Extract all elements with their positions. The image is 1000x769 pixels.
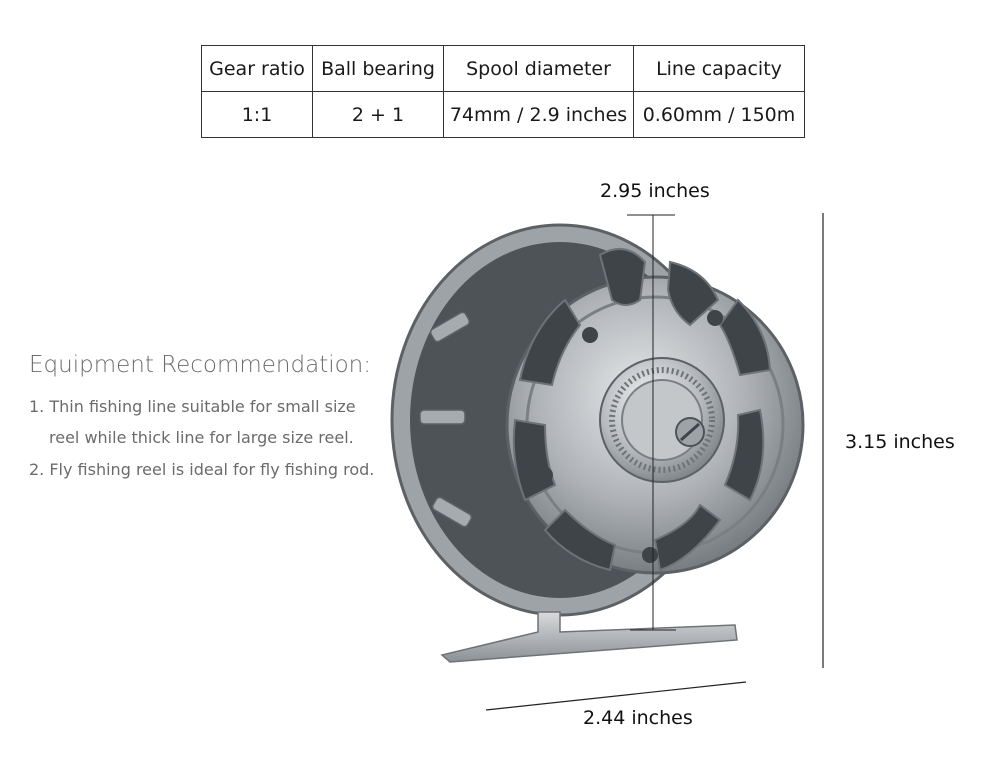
reel-hub-knurl xyxy=(609,367,715,473)
specs-value-row: 1:1 2 + 1 74mm / 2.9 inches 0.60mm / 150… xyxy=(201,91,805,138)
dim-depth-line xyxy=(485,681,747,711)
reel-foot xyxy=(440,611,738,663)
specs-table: Gear ratio Ball bearing Spool diameter L… xyxy=(201,45,805,138)
recommendation-line-3: 2. Fly fishing reel is ideal for fly fis… xyxy=(29,460,375,479)
dim-height-label: 3.15 inches xyxy=(845,431,955,453)
reel-back-bars xyxy=(419,311,473,528)
reel-cutouts xyxy=(512,247,772,572)
value-line-capacity: 0.60mm / 150m xyxy=(633,91,805,138)
header-line-capacity: Line capacity xyxy=(633,45,805,92)
recommendation-line-1: 1. Thin fishing line suitable for small … xyxy=(29,397,356,416)
dim-width-label: 2.95 inches xyxy=(600,180,710,202)
value-spool-diameter: 74mm / 2.9 inches xyxy=(443,91,634,138)
header-gear-ratio: Gear ratio xyxy=(201,45,313,92)
reel-small-holes xyxy=(537,310,760,563)
recommendation-title: Equipment Recommendation: xyxy=(29,352,372,378)
recommendation-line-2: reel while thick line for large size ree… xyxy=(49,428,354,447)
dim-depth-label: 2.44 inches xyxy=(583,707,693,729)
specs-header-row: Gear ratio Ball bearing Spool diameter L… xyxy=(201,45,805,92)
header-ball-bearing: Ball bearing xyxy=(312,45,444,92)
reel-screw-slot xyxy=(680,422,700,442)
